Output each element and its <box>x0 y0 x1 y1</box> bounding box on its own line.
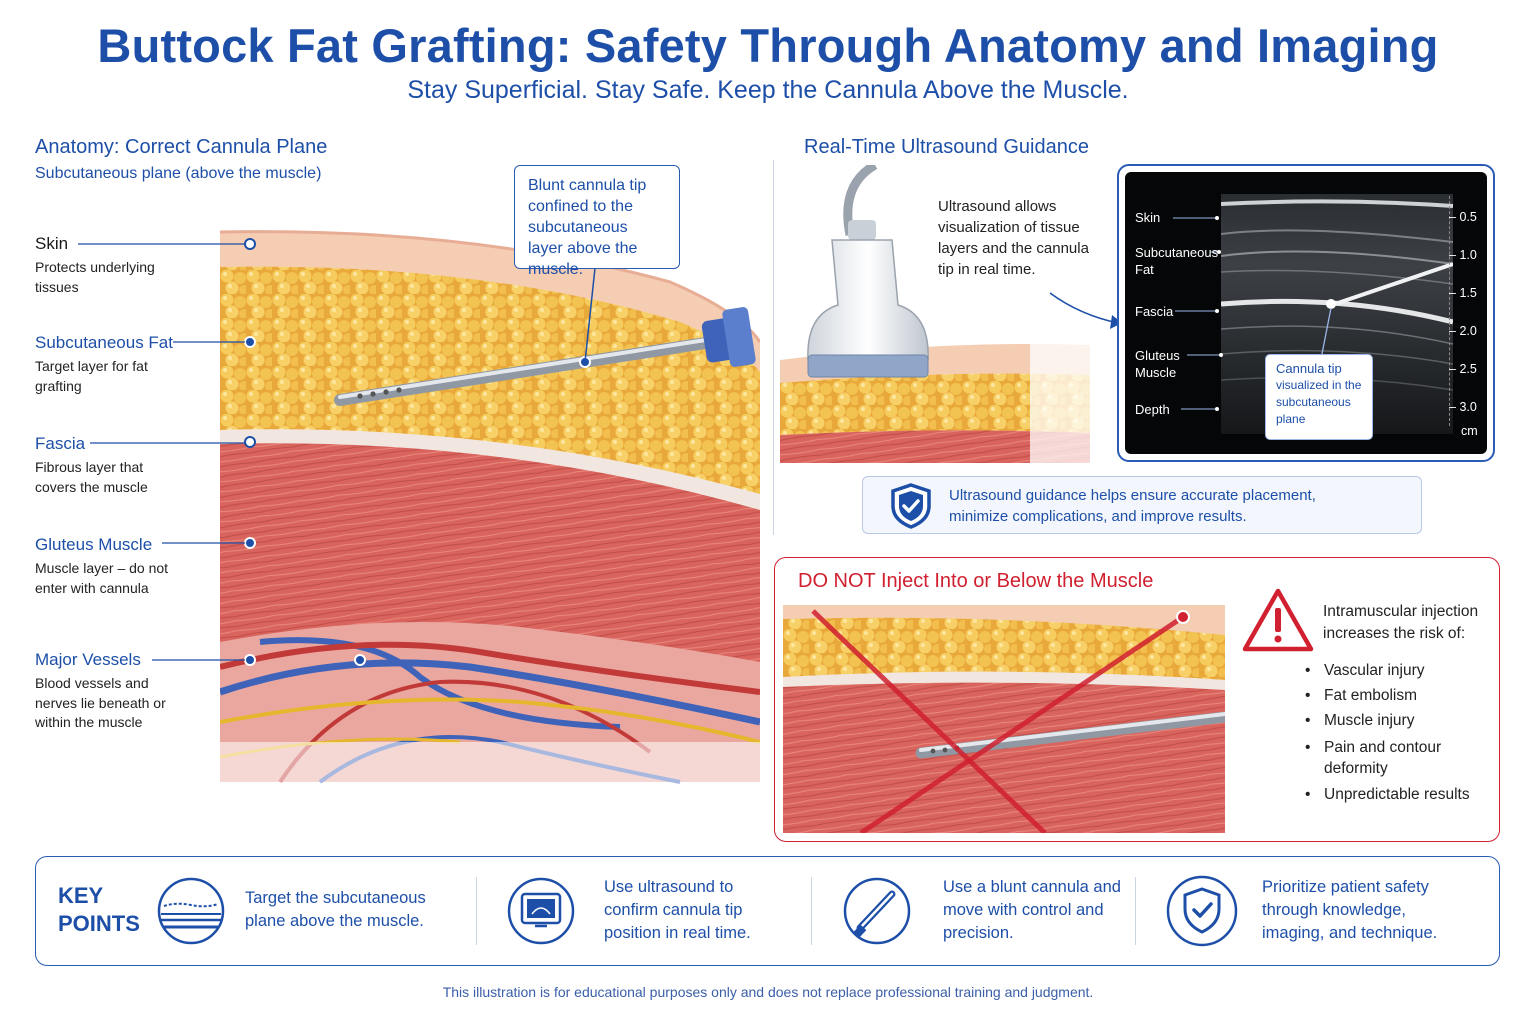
anatomy-heading: Anatomy: Correct Cannula Plane <box>35 136 328 158</box>
scale-unit: cm <box>1461 424 1478 438</box>
ultrasound-screen-frame: Skin Subcutaneous Fat Fascia Gluteus Mus… <box>1117 164 1495 462</box>
key-points-divider <box>811 877 812 945</box>
risk-item-text: Vascular injury <box>1324 662 1425 679</box>
scale-1-5: – 1.5 <box>1449 286 1477 300</box>
us-label-fat: Subcutaneous Fat <box>1135 245 1219 277</box>
risk-item: •Unpredictable results <box>1305 786 1470 803</box>
scale-1-0-value: 1.0 <box>1459 248 1477 262</box>
scale-0-5-value: 0.5 <box>1459 210 1477 224</box>
us-label-skin: Skin <box>1135 210 1161 225</box>
key-points-divider <box>476 877 477 945</box>
layer-fat-title: Subcutaneous Fat <box>35 333 173 352</box>
scale-3-0-value: 3.0 <box>1459 400 1477 414</box>
scale-3-0: – 3.0 <box>1449 400 1477 414</box>
risk-item-text: Unpredictable results <box>1324 786 1470 803</box>
layer-muscle: Gluteus Muscle Muscle layer – do not ent… <box>35 535 185 598</box>
warning-intro: Intramuscular injection increases the ri… <box>1323 603 1479 642</box>
cannula-callout: Blunt cannula tip confined to the subcut… <box>514 165 680 278</box>
layer-muscle-desc: Muscle layer – do not enter with cannula <box>35 560 169 596</box>
risk-item: •Fat embolism <box>1305 687 1418 704</box>
ultrasound-monitor-icon <box>507 877 575 945</box>
shield-check-icon <box>1166 875 1238 947</box>
warning-heading: DO NOT Inject Into or Below the Muscle <box>798 570 1154 592</box>
layer-fascia-title: Fascia <box>35 434 86 453</box>
scale-2-5: – 2.5 <box>1449 362 1477 376</box>
key-points-label-line2: POINTS <box>58 911 140 936</box>
ultrasound-note: Ultrasound guidance helps ensure accurat… <box>862 476 1422 534</box>
cannula-tip-title: Cannula tip <box>1276 361 1342 376</box>
warning-illustration <box>783 605 1225 833</box>
anatomy-subheading: Subcutaneous plane (above the muscle) <box>35 165 322 182</box>
anatomy-leader-lines <box>78 243 245 661</box>
section-divider <box>773 160 774 535</box>
layer-skin: Skin Protects underlying tissues <box>35 234 185 297</box>
ultrasound-description: Ultrasound allows visualization of tissu… <box>938 198 1089 278</box>
layer-fascia: Fascia Fibrous layer that covers the mus… <box>35 434 185 497</box>
tissue-layers-icon <box>157 877 225 945</box>
anatomy-illustration <box>220 230 760 787</box>
ultrasound-note-text: Ultrasound guidance helps ensure accurat… <box>949 487 1316 525</box>
risk-item-text: Pain and contour deformity <box>1324 739 1442 777</box>
risk-item-text: Muscle injury <box>1324 712 1415 729</box>
layer-skin-desc: Protects underlying tissues <box>35 259 155 295</box>
scale-2-5-value: 2.5 <box>1459 362 1477 376</box>
layer-skin-title: Skin <box>35 234 69 253</box>
layer-vessels: Major Vessels Blood vessels and nerves l… <box>35 650 185 733</box>
key-point-2-text: Use ultrasound to confirm cannula tip po… <box>604 878 751 942</box>
scale-1-5-value: 1.5 <box>1459 286 1477 300</box>
us-label-fascia: Fascia <box>1135 304 1174 319</box>
page-title: Buttock Fat Grafting: Safety Through Ana… <box>97 19 1439 72</box>
layer-fascia-desc: Fibrous layer that covers the muscle <box>35 459 148 495</box>
layer-vessels-desc: Blood vessels and nerves lie beneath or … <box>35 675 166 730</box>
depth-scale-line <box>1449 196 1451 426</box>
page-subtitle: Stay Superficial. Stay Safe. Keep the Ca… <box>407 76 1129 104</box>
risk-item-text: Fat embolism <box>1324 687 1418 704</box>
warning-triangle-icon <box>1242 588 1314 652</box>
scale-0-5: – 0.5 <box>1449 210 1477 224</box>
risk-list: •Vascular injury •Fat embolism •Muscle i… <box>1305 662 1495 804</box>
blunt-cannula-icon <box>843 877 911 945</box>
key-point-3-text: Use a blunt cannula and move with contro… <box>943 878 1121 942</box>
key-points-label: KEY POINTS <box>58 882 140 938</box>
layer-vessels-title: Major Vessels <box>35 650 141 669</box>
cannula-tip-callout: Cannula tip visualized in the subcutaneo… <box>1265 354 1373 440</box>
scale-1-0: – 1.0 <box>1449 248 1477 262</box>
layer-fat-desc: Target layer for fat grafting <box>35 358 148 394</box>
ultrasound-screen: Skin Subcutaneous Fat Fascia Gluteus Mus… <box>1125 172 1487 454</box>
scale-2-0: – 2.0 <box>1449 324 1477 338</box>
us-label-muscle: Gluteus Muscle <box>1135 348 1180 380</box>
key-points-label-line1: KEY <box>58 883 104 908</box>
us-label-depth: Depth <box>1135 402 1170 417</box>
layer-fat: Subcutaneous Fat Target layer for fat gr… <box>35 333 185 396</box>
key-points-divider <box>1135 877 1136 945</box>
layer-muscle-title: Gluteus Muscle <box>35 535 153 554</box>
key-point-1-text: Target the subcutaneous plane above the … <box>245 889 426 930</box>
ultrasound-probe-illustration <box>780 165 1120 465</box>
warning-panel: DO NOT Inject Into or Below the Muscle I… <box>774 557 1500 842</box>
ultrasound-heading: Real-Time Ultrasound Guidance <box>804 136 1089 158</box>
risk-item: •Muscle injury <box>1305 712 1415 729</box>
scale-2-0-value: 2.0 <box>1459 324 1477 338</box>
risk-item: •Pain and contour deformity <box>1305 739 1442 777</box>
shield-check-icon <box>891 483 931 529</box>
cannula-tip-desc: visualized in the subcutaneous plane <box>1276 378 1362 426</box>
footer-disclaimer: This illustration is for educational pur… <box>442 984 1094 1000</box>
key-points-panel: KEY POINTS Target the subcutaneous plane… <box>35 856 1500 966</box>
key-point-4-text: Prioritize patient safety through knowle… <box>1262 878 1438 942</box>
risk-item: •Vascular injury <box>1305 662 1425 679</box>
ultrasound-label-arrows <box>1173 216 1223 411</box>
